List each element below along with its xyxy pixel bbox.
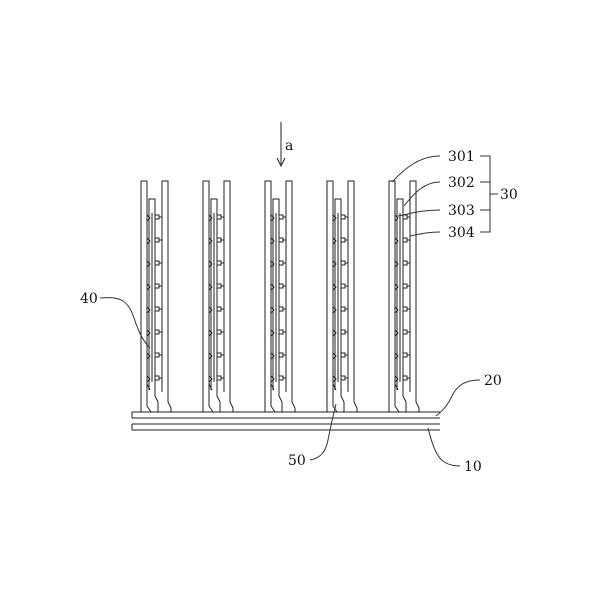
label-40: 40 <box>80 291 98 307</box>
label-10: 10 <box>464 459 482 475</box>
leader-lines <box>99 155 498 467</box>
label-301: 301 <box>448 149 475 165</box>
label-50: 50 <box>288 453 306 469</box>
direction-arrow: a <box>276 122 293 168</box>
fin-assembly <box>264 180 296 413</box>
arrow-label-a: a <box>285 138 293 154</box>
label-304: 304 <box>448 225 475 241</box>
label-303: 303 <box>448 203 475 219</box>
fin-assembly <box>202 180 234 413</box>
fin-assembly <box>140 180 172 413</box>
fin-assembly <box>388 180 420 413</box>
base-plate-20 <box>131 411 440 419</box>
fin-array <box>140 180 420 413</box>
fin-assembly <box>326 180 358 413</box>
label-20: 20 <box>484 373 502 389</box>
base-plate-10 <box>131 423 440 431</box>
label-302: 302 <box>448 175 475 191</box>
label-30: 30 <box>500 187 518 203</box>
